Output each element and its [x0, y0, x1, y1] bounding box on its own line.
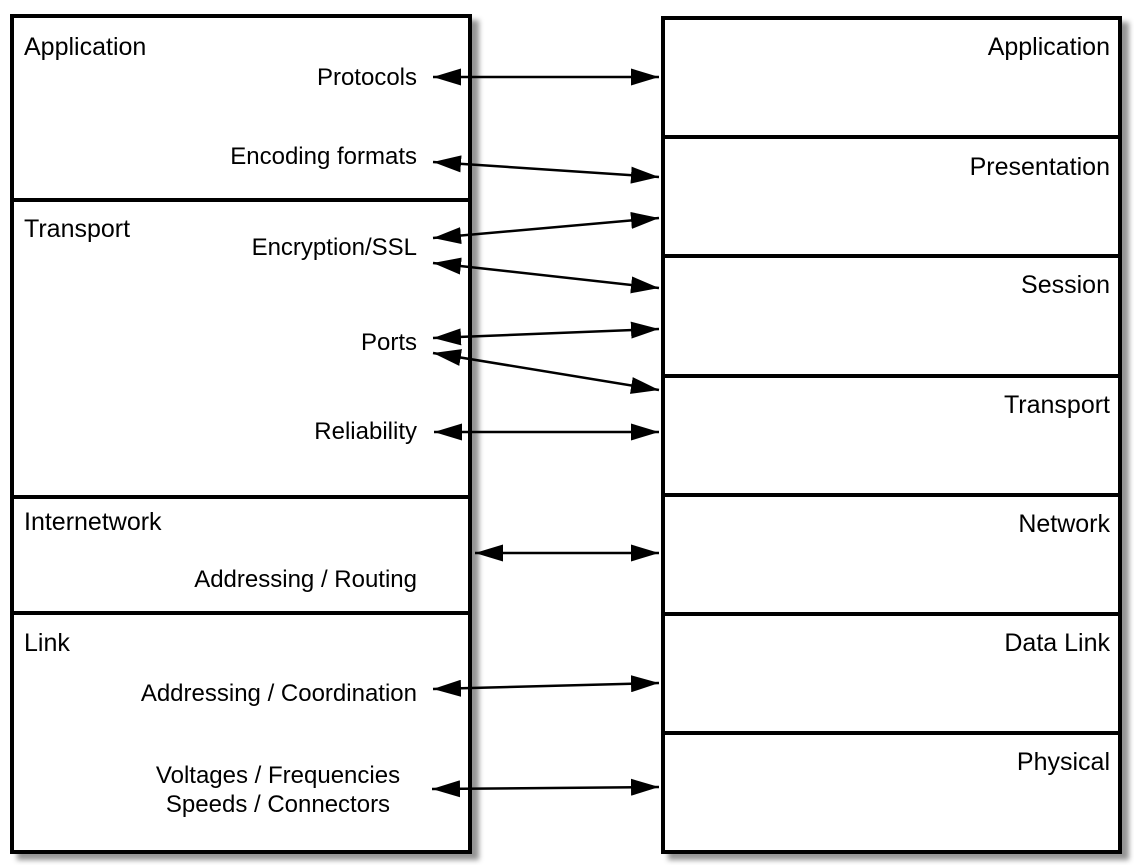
divider-network-datalink: [665, 612, 1118, 616]
layer-application: Application: [987, 33, 1110, 61]
layer-network: Network: [1018, 510, 1110, 538]
divider-application-presentation: [665, 135, 1118, 139]
section-title-transport: Transport: [24, 215, 131, 243]
layer-transport: Transport: [1003, 391, 1110, 419]
right-stack-box: [661, 16, 1122, 854]
divider-transport-network: [665, 493, 1118, 497]
feature-addressing-coordination: Addressing / Coordination: [140, 680, 417, 707]
layer-session: Session: [1021, 271, 1110, 299]
section-title-application: Application: [24, 33, 147, 61]
feature-encryption-ssl: Encryption/SSL: [251, 234, 417, 261]
layer-presentation: Presentation: [969, 153, 1110, 181]
divider-presentation-session: [665, 254, 1118, 258]
section-title-link: Link: [24, 629, 70, 657]
left-stack-box: [10, 14, 472, 854]
feature-voltages-speeds: Voltages / Frequencies Speeds / Connecto…: [155, 762, 401, 818]
divider-session-transport: [665, 374, 1118, 378]
layer-datalink: Data Link: [1004, 629, 1110, 657]
divider-datalink-physical: [665, 731, 1118, 735]
section-title-internetwork: Internetwork: [24, 508, 162, 536]
feature-reliability: Reliability: [314, 418, 417, 445]
feature-protocols: Protocols: [316, 64, 417, 91]
feature-encoding-formats: Encoding formats: [230, 143, 417, 170]
layer-physical: Physical: [1016, 748, 1110, 776]
divider-transport-internetwork: [14, 495, 468, 499]
feature-addressing-routing: Addressing / Routing: [194, 566, 417, 593]
divider-application-transport: [14, 198, 468, 202]
divider-internetwork-link: [14, 611, 468, 615]
feature-ports: Ports: [360, 329, 417, 356]
